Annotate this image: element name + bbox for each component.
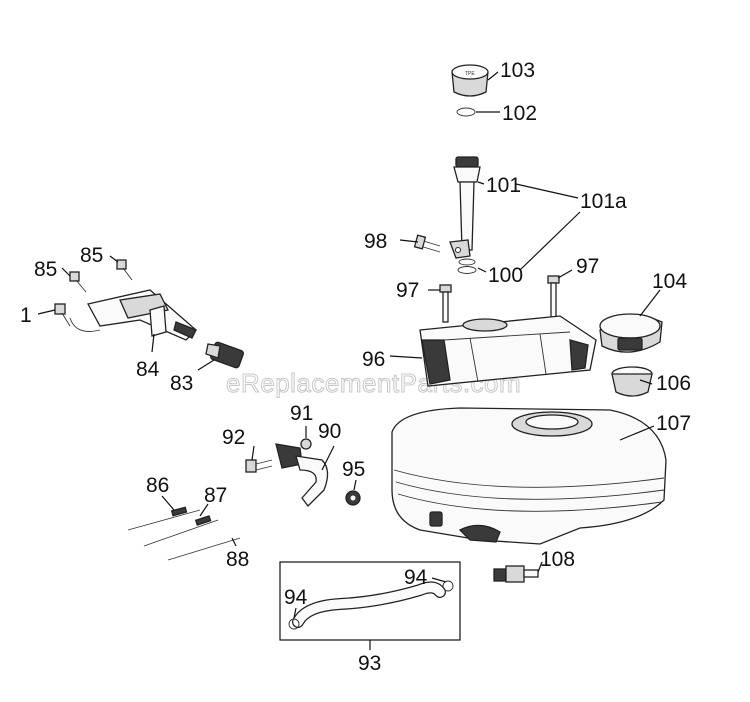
callout-102: 102 [502,102,537,125]
fuel-tank-107 [391,407,667,545]
cable-87 [143,519,219,547]
callout-98: 98 [364,230,387,253]
bolt-92 [245,459,273,473]
washer-100b [457,266,477,274]
callout-104: 104 [652,270,687,293]
fuel-valve-108 [493,565,539,583]
bolt-85-left [69,271,87,293]
fuel-cap-103: TPE [451,64,489,97]
callout-90: 90 [318,420,341,443]
callout-95: 95 [342,458,365,481]
leader-lines [37,71,661,650]
callout-84: 84 [136,358,160,381]
tank-cap-104 [599,313,663,353]
svg-text:TPE: TPE [465,71,475,77]
callout-100: 100 [488,264,523,287]
callout-91: 91 [290,402,313,425]
lever-90 [275,443,329,507]
control-bracket-84 [69,289,197,341]
callout-94-left: 94 [284,586,308,609]
callout-1: 1 [20,304,32,327]
cable-86 [127,509,201,531]
bolt-1 [54,303,71,327]
cable-86-end [170,506,188,517]
filler-neck-101 [449,156,481,259]
callout-97-left: 97 [396,279,419,302]
switch-83 [205,341,244,369]
clip-95 [345,490,361,506]
hose-clamp-94-right [442,580,454,592]
hose-clamp-94-left [288,618,300,630]
callout-88: 88 [226,548,249,571]
callout-97-right: 97 [576,255,599,278]
nut-91 [300,438,312,450]
callout-85-left: 85 [34,258,57,281]
bolt-98 [413,234,441,253]
callout-87: 87 [204,484,227,507]
callout-108: 108 [540,548,575,571]
callout-85-right: 85 [80,244,103,267]
callout-86: 86 [146,474,169,497]
callout-101a: 101a [580,190,627,213]
callout-92: 92 [222,426,245,449]
o-ring-102 [456,107,476,117]
bolt-97-right [547,275,560,320]
callout-94-right: 94 [404,566,428,589]
callout-107: 107 [656,412,691,435]
callout-93: 93 [358,652,381,675]
cable-87-end [194,515,212,526]
callout-labels: 103 102 101 101a 98 100 97 97 104 85 85 … [20,59,691,675]
callout-101: 101 [486,174,521,197]
fuel-hose-93 [292,581,446,628]
callout-103: 103 [500,59,535,82]
washer-100a [458,258,476,266]
strainer-106 [611,366,653,397]
callout-96: 96 [362,348,385,371]
tank-shroud-96 [419,315,597,387]
callout-83: 83 [170,372,193,395]
callout-106: 106 [656,372,691,395]
bolt-97-left [439,284,452,323]
bolt-85-right [116,259,133,281]
cable-88 [167,537,241,561]
